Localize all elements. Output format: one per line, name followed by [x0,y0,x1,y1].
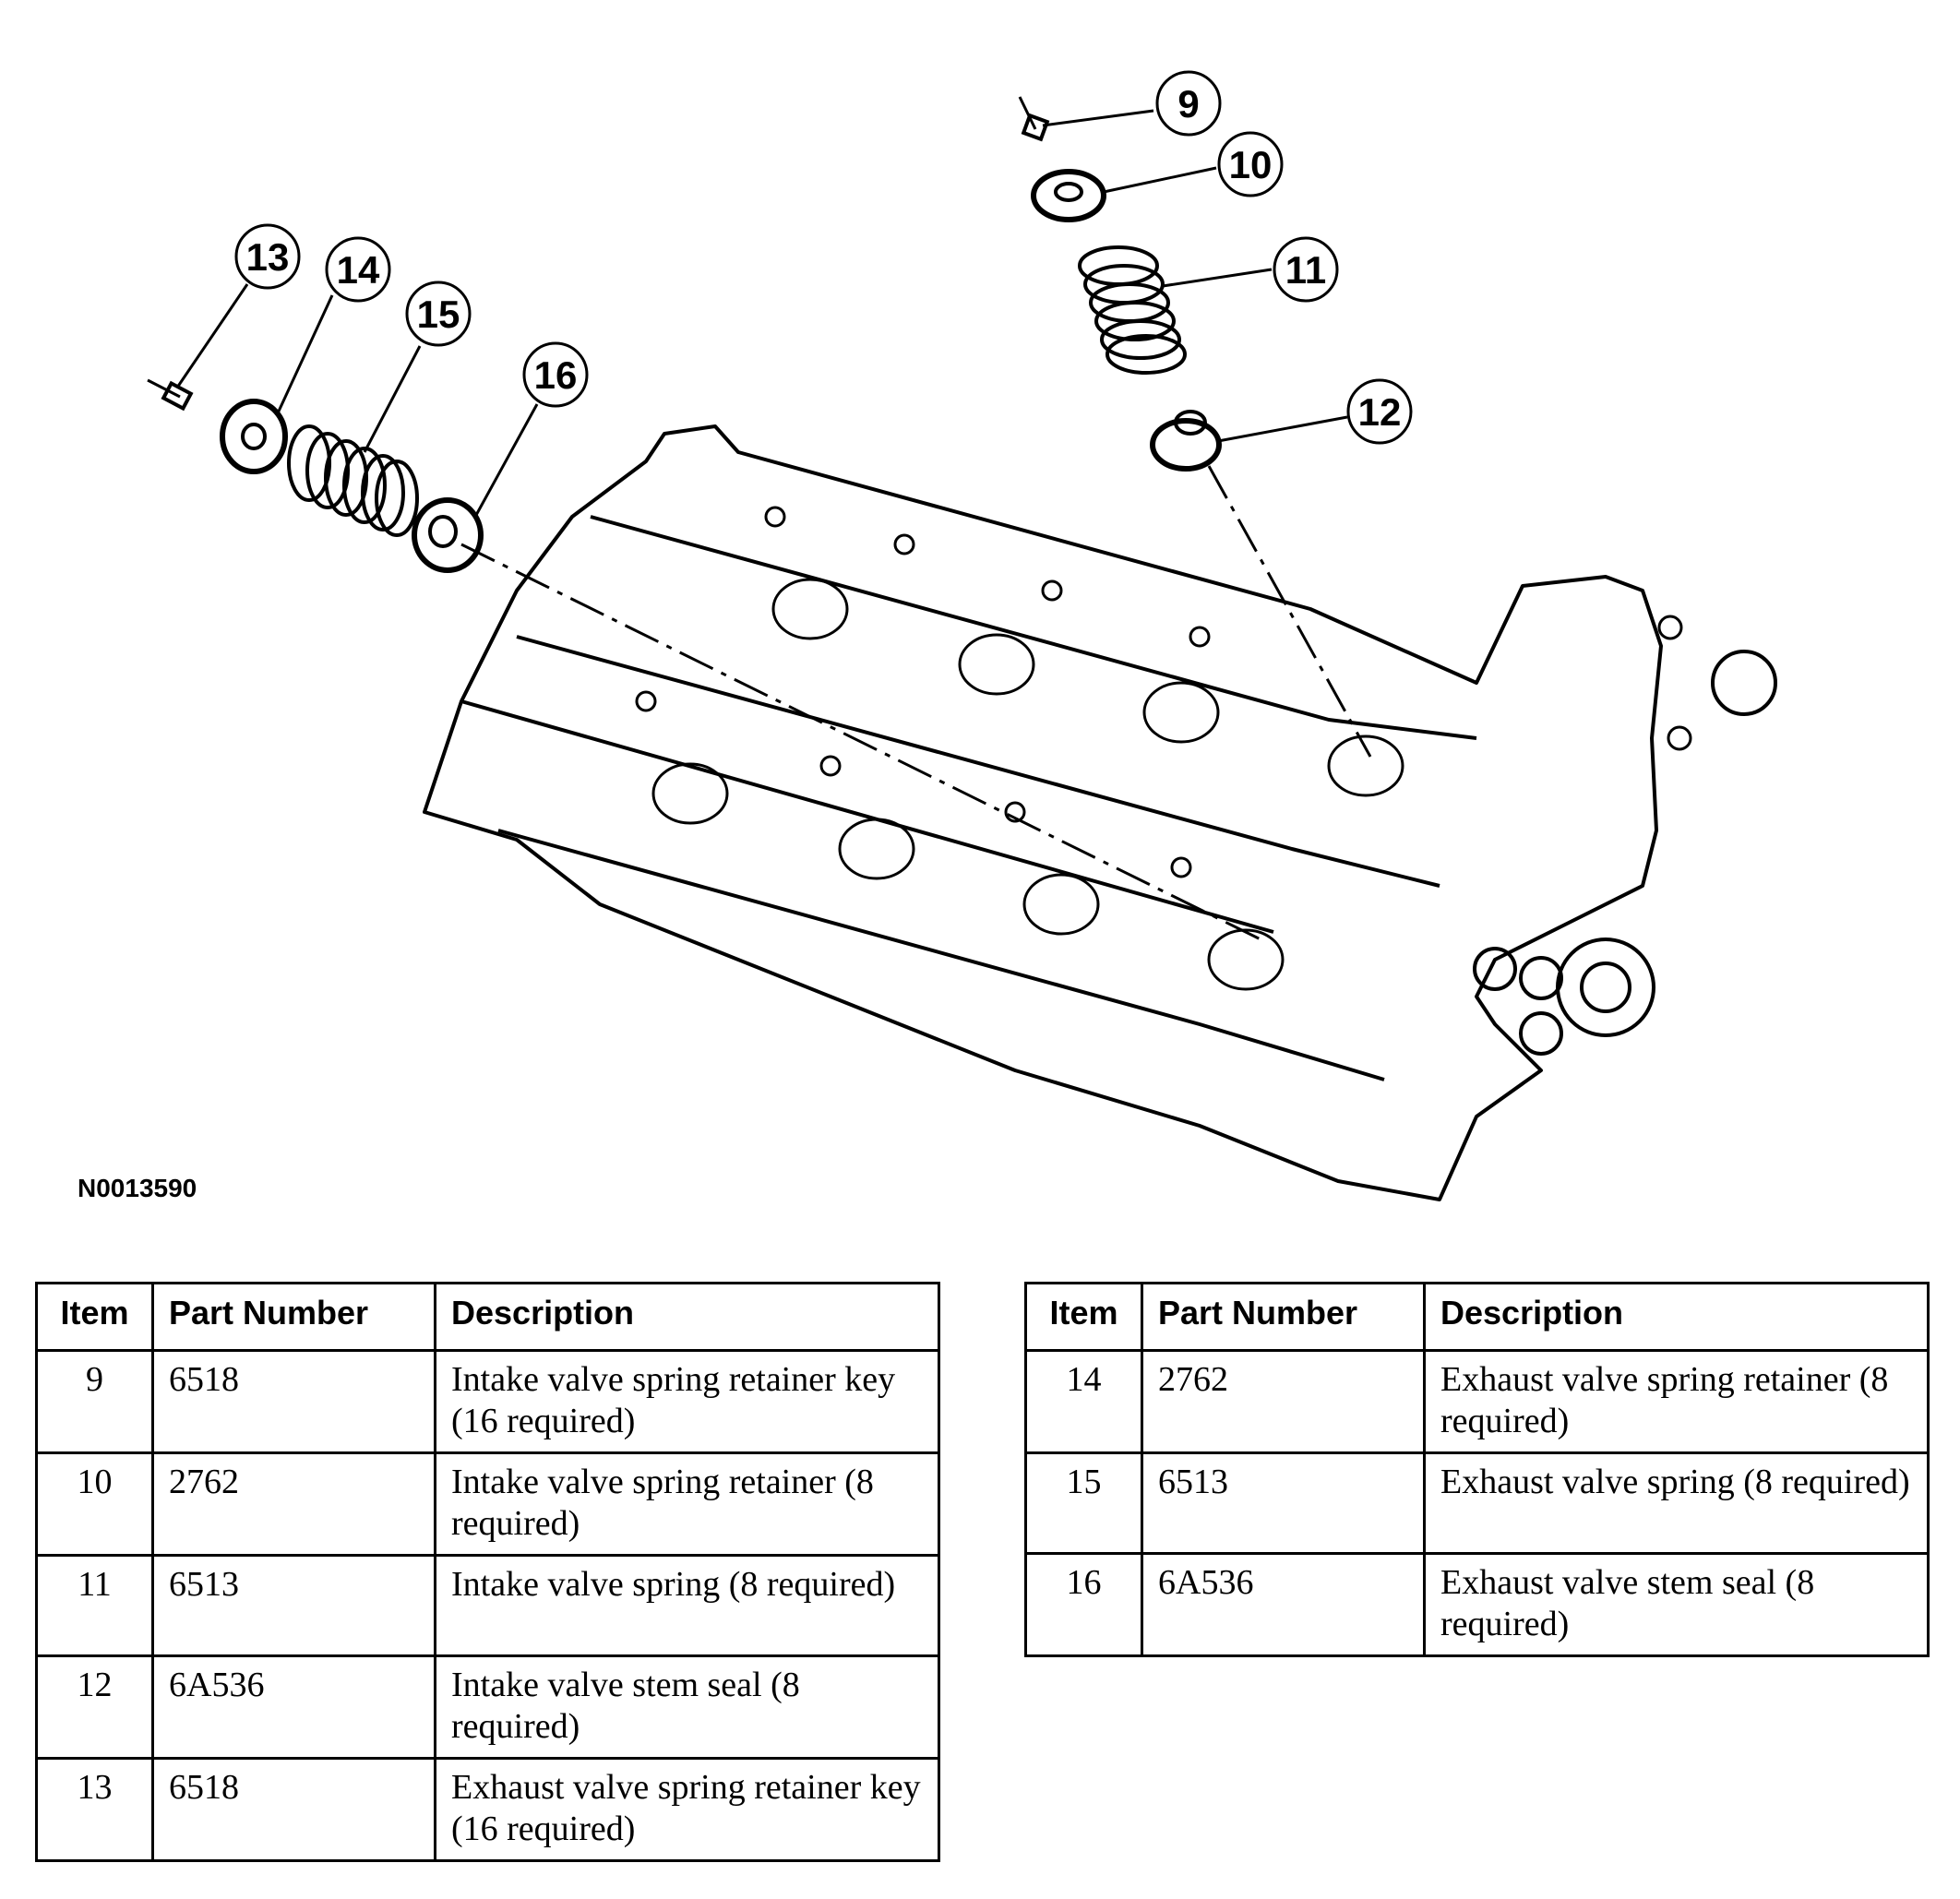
intake-valve-spring [1078,245,1187,375]
callout-12: 12 [1346,378,1413,445]
intake-valve-stem-seal [1150,418,1222,472]
part-number-cell: 6513 [1141,1451,1426,1555]
exhaust-spring-retainer [220,399,288,474]
exhaust-valve-ports [651,762,1285,991]
intake-retainer-key [1021,113,1050,142]
svg-text:13: 13 [246,235,290,279]
description-cell: Exhaust valve spring retainer key (16 re… [434,1757,940,1862]
item-cell: 9 [35,1349,154,1454]
part-number-cell: 6518 [151,1757,436,1862]
intake-spring-retainer [1031,169,1106,222]
exhaust-retainer-key [161,380,194,412]
item-cell: 13 [35,1757,154,1862]
parts-table-left: Item Part Number Description 9 6518 Inta… [35,1282,940,1862]
header-description: Description [1423,1282,1930,1352]
callout-13: 13 [234,223,301,290]
part-number-cell: 2762 [151,1451,436,1557]
item-cell: 11 [35,1554,154,1657]
bolt-holes [635,506,1692,878]
table-header-row: Item Part Number Description [1024,1282,1930,1352]
description-cell: Intake valve spring (8 required) [434,1554,940,1657]
header-part-number: Part Number [1141,1282,1426,1352]
header-item: Item [1024,1282,1143,1352]
exhaust-valve-parts [147,378,484,573]
table-row: 13 6518 Exhaust valve spring retainer ke… [35,1757,940,1862]
svg-text:10: 10 [1229,143,1273,186]
cylinder-head [423,424,1663,1201]
parts-table-right: Item Part Number Description 14 2762 Exh… [1024,1282,1930,1657]
part-number-cell: 2762 [1141,1349,1426,1454]
part-number-cell: 6513 [151,1554,436,1657]
table-row: 11 6513 Intake valve spring (8 required) [35,1554,940,1657]
header-description: Description [434,1282,940,1352]
figure-id: N0013590 [78,1174,197,1202]
callout-16: 16 [522,341,589,408]
part-number-cell: 6A536 [151,1654,436,1760]
table-header-row: Item Part Number Description [35,1282,940,1352]
callout-leader-lines [175,109,1348,518]
item-cell: 15 [1024,1451,1143,1555]
table-row: 14 2762 Exhaust valve spring retainer (8… [1024,1349,1930,1454]
svg-text:16: 16 [534,353,578,397]
svg-text:12: 12 [1358,390,1402,434]
exhaust-valve-stem-seal [412,497,484,573]
table-row: 10 2762 Intake valve spring retainer (8 … [35,1451,940,1557]
header-part-number: Part Number [151,1282,436,1352]
exhaust-valve-spring [287,424,419,537]
table-row: 12 6A536 Intake valve stem seal (8 requi… [35,1654,940,1760]
callout-11: 11 [1273,236,1339,303]
description-cell: Intake valve spring retainer (8 required… [434,1451,940,1557]
callout-9: 9 [1155,70,1222,137]
description-cell: Exhaust valve spring retainer (8 require… [1423,1349,1930,1454]
callout-14: 14 [325,236,391,303]
table-row: 9 6518 Intake valve spring retainer key … [35,1349,940,1454]
svg-text:14: 14 [337,248,380,292]
item-cell: 16 [1024,1552,1143,1657]
cam-end-fitting [1473,650,1777,1056]
intake-valve-parts [1018,96,1222,472]
header-item: Item [35,1282,154,1352]
cylinder-head-diagram: 9 10 11 12 13 14 15 16 [147,70,1777,1201]
description-cell: Exhaust valve stem seal (8 required) [1423,1552,1930,1657]
svg-text:9: 9 [1177,82,1199,125]
intake-valve-ports [771,578,1404,797]
table-row: 16 6A536 Exhaust valve stem seal (8 requ… [1024,1552,1930,1657]
part-number-cell: 6A536 [1141,1552,1426,1657]
assembly-center-lines [460,465,1372,943]
item-cell: 10 [35,1451,154,1557]
description-cell: Intake valve spring retainer key (16 req… [434,1349,940,1454]
item-cell: 12 [35,1654,154,1760]
description-cell: Intake valve stem seal (8 required) [434,1654,940,1760]
callout-10: 10 [1217,131,1284,197]
callout-15: 15 [405,281,472,347]
description-cell: Exhaust valve spring (8 required) [1423,1451,1930,1555]
svg-text:15: 15 [417,293,460,336]
svg-text:11: 11 [1285,248,1326,292]
item-cell: 14 [1024,1349,1143,1454]
table-row: 15 6513 Exhaust valve spring (8 required… [1024,1451,1930,1555]
part-number-cell: 6518 [151,1349,436,1454]
